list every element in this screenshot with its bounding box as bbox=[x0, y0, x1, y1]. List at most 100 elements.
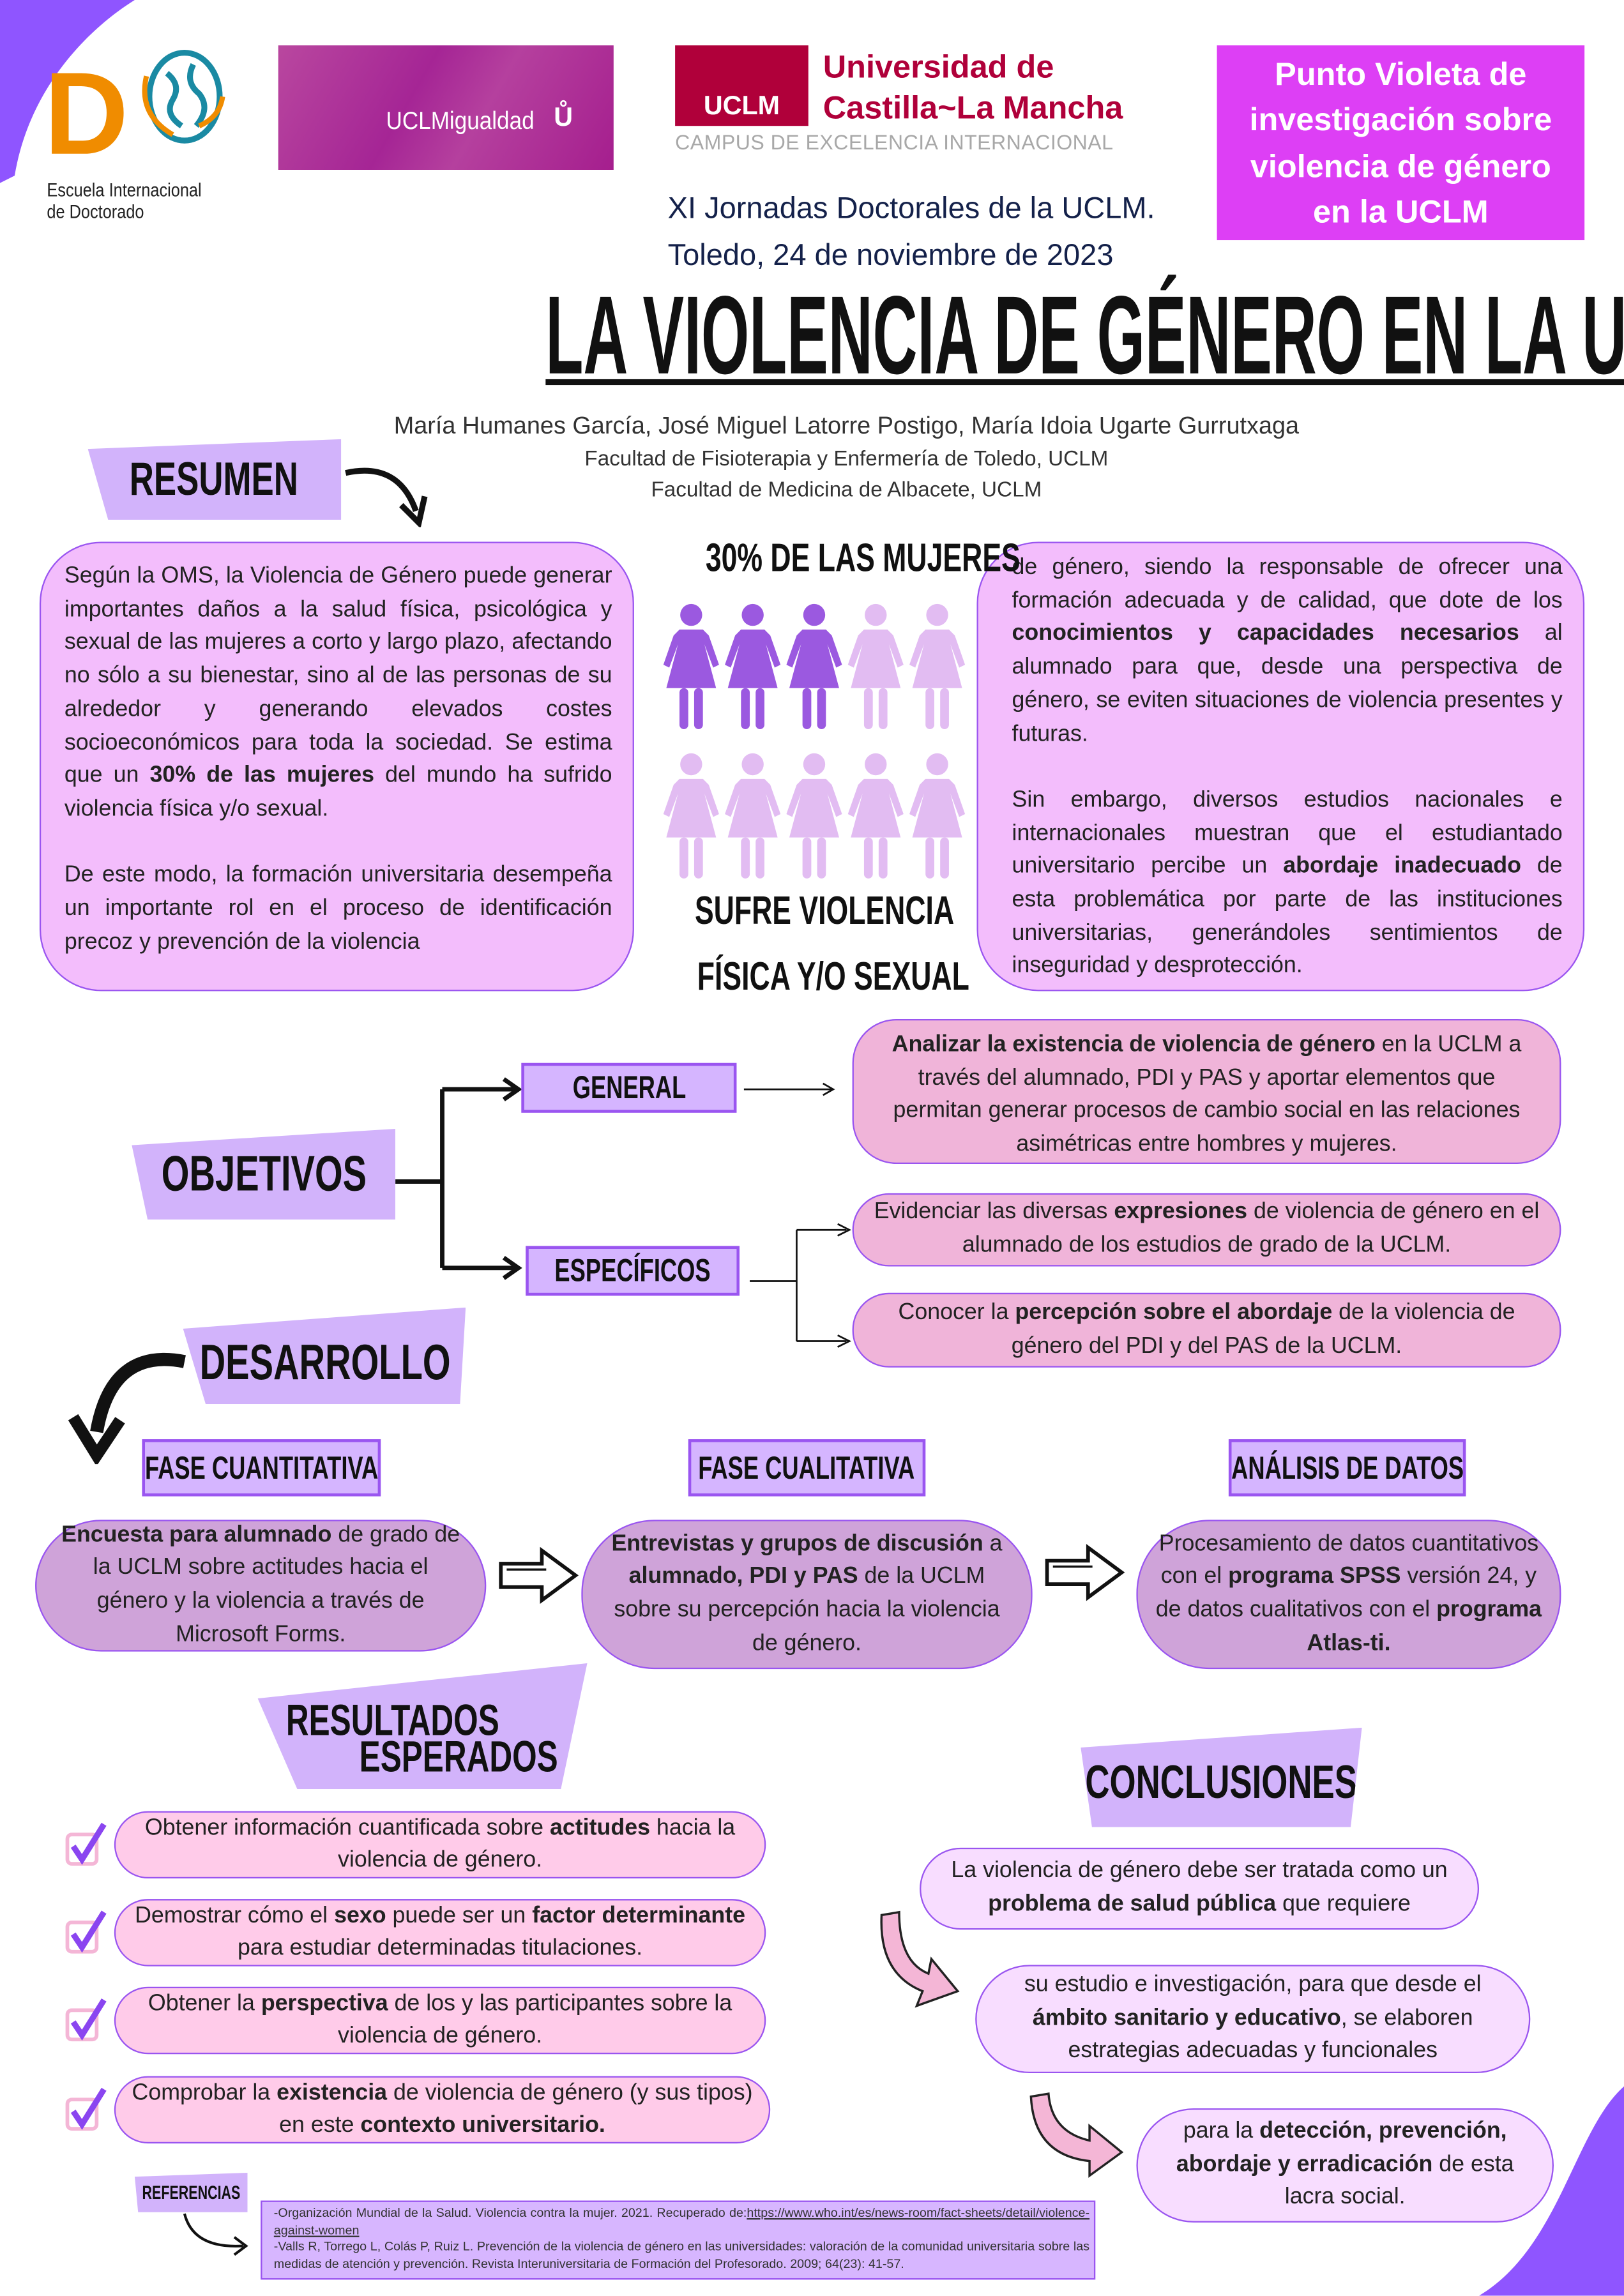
resumen-right-box: de género, siendo la responsable de ofre… bbox=[976, 541, 1585, 992]
uclm-logo: UCLM bbox=[675, 45, 808, 126]
infographic-caption: FÍSICA Y/O SEXUAL bbox=[697, 955, 969, 999]
label-text: FASE CUALITATIVA bbox=[699, 1449, 916, 1486]
woman-icon bbox=[846, 753, 905, 882]
paragraph: Sin embargo, diversos estudios nacionale… bbox=[1012, 785, 1563, 984]
text-segment: -Valls R, Torrego L, Colás P, Ruiz L. Pr… bbox=[273, 2239, 1090, 2271]
phase-text: Entrevistas y grupos de discusión a alum… bbox=[603, 1528, 1010, 1661]
text-segment: de género, siendo la responsable de ofre… bbox=[1012, 555, 1563, 614]
resumen-left-box: Según la OMS, la Violencia de Género pue… bbox=[39, 541, 634, 992]
woman-icon-affected bbox=[785, 603, 844, 732]
infographic-bottom-wrap: SUFRE VIOLENCIA FÍSICA Y/O SEXUAL bbox=[644, 881, 981, 1013]
university-name-line: Universidad de bbox=[823, 48, 1054, 85]
section-heading: RESUMEN bbox=[130, 452, 300, 506]
link-text[interactable]: https://www.who.int/es/news-room/fact-sh… bbox=[273, 2205, 1090, 2237]
text-segment: para la bbox=[1183, 2119, 1260, 2144]
resultados-heading-banner: RESULTADOS ESPERADOS bbox=[257, 1663, 588, 1790]
reference: -Organización Mundial de la Salud. Viole… bbox=[274, 2205, 1089, 2239]
curved-arrow-icon bbox=[183, 2213, 248, 2256]
logo-letter: D bbox=[43, 48, 129, 179]
paragraph: de género, siendo la responsable de ofre… bbox=[1012, 552, 1563, 751]
punto-violeta-badge: Punto Violeta de investigación sobre vio… bbox=[1217, 45, 1585, 241]
result-text: Demostrar cómo el sexo puede ser un fact… bbox=[127, 1900, 752, 1965]
especificos-connector bbox=[750, 1223, 852, 1348]
curved-arrow-icon bbox=[1029, 2092, 1124, 2178]
bold-text: ámbito sanitario y educativo bbox=[1032, 2005, 1341, 2030]
section-heading: RESULTADOS bbox=[286, 1696, 500, 1746]
text-segment: de los y las participantes sobre la viol… bbox=[338, 1991, 732, 2049]
specific-objective-box: Conocer la percepción sobre el abordaje … bbox=[852, 1292, 1561, 1368]
woman-icon bbox=[846, 603, 905, 732]
general-label: GENERAL bbox=[521, 1062, 737, 1113]
objetivos-heading-banner: OBJETIVOS bbox=[132, 1128, 396, 1220]
phase-box: Entrevistas y grupos de discusión a alum… bbox=[581, 1520, 1033, 1670]
curved-arrow-icon bbox=[345, 467, 428, 527]
result-item: Comprobar la existencia de violencia de … bbox=[114, 2076, 771, 2144]
bold-text: 30% de las mujeres bbox=[149, 763, 374, 789]
phase-label: ANÁLISIS DE DATOS bbox=[1228, 1439, 1466, 1497]
corner-decoration bbox=[1479, 2086, 1624, 2296]
bold-text: actitudes bbox=[549, 1815, 650, 1841]
affiliation: Facultad de Fisioterapia y Enfermería de… bbox=[584, 448, 1109, 472]
text-segment: en la UCLM a través del alumnado, PDI y … bbox=[893, 1032, 1522, 1157]
phase-label: FASE CUALITATIVA bbox=[688, 1439, 926, 1497]
result-text: Comprobar la existencia de violencia de … bbox=[127, 2078, 757, 2142]
text-segment: Procesamiento de datos cuantitativos con… bbox=[1158, 1530, 1539, 1589]
result-item: Obtener la perspectiva de los y las part… bbox=[114, 1986, 766, 2055]
section-heading: OBJETIVOS bbox=[161, 1145, 367, 1202]
globe-icon bbox=[142, 49, 225, 144]
text-segment: Evidenciar las diversas bbox=[874, 1199, 1114, 1225]
text-segment: La violencia de género debe ser tratada … bbox=[951, 1857, 1448, 1883]
phase-text: Procesamiento de datos cuantitativos con… bbox=[1153, 1528, 1545, 1661]
checkbox-checked-icon bbox=[65, 1910, 107, 1954]
phase-text: Encuesta para alumnado de grado de la UC… bbox=[57, 1519, 464, 1652]
woman-icon-affected bbox=[724, 603, 782, 732]
conclusiones-heading-banner: CONCLUSIONES bbox=[1081, 1727, 1362, 1827]
phase-label: FASE CUANTITATIVA bbox=[142, 1439, 381, 1497]
reference: -Valls R, Torrego L, Colás P, Ruiz L. Pr… bbox=[274, 2239, 1089, 2273]
text-segment: Según la OMS, la Violencia de Género pue… bbox=[64, 563, 612, 789]
women-pictogram bbox=[662, 603, 969, 882]
text-segment: de violencia de género (y sus tipos) en … bbox=[279, 2080, 753, 2138]
result-text: Obtener la perspectiva de los y las part… bbox=[127, 1988, 752, 2053]
specific-objective-box: Evidenciar las diversas expresiones de v… bbox=[852, 1193, 1561, 1267]
objectives-connector bbox=[395, 1077, 835, 1280]
text-segment: de la violencia de género del PDI y del … bbox=[1011, 1300, 1515, 1359]
checkbox-checked-icon bbox=[65, 1822, 107, 1866]
conclusion-box: La violencia de género debe ser tratada … bbox=[920, 1847, 1480, 1930]
bold-text: existencia bbox=[277, 2080, 388, 2106]
text-segment: Demostrar cómo el bbox=[135, 1903, 335, 1929]
text-segment: versión 24, y de datos cualitativos con … bbox=[1155, 1564, 1537, 1622]
badge-line: en la UCLM bbox=[1312, 193, 1489, 230]
text-segment: Sin embargo, diversos estudios nacionale… bbox=[1012, 787, 1563, 879]
bold-text: factor determinante bbox=[532, 1903, 746, 1929]
infographic-caption: 30% DE LAS MUJERES bbox=[705, 536, 1021, 580]
bold-text: programa Atlas-ti. bbox=[1307, 1597, 1542, 1656]
result-item: Obtener información cuantificada sobre a… bbox=[114, 1811, 766, 1879]
bold-text: perspectiva bbox=[261, 1991, 388, 2016]
section-heading: ESPERADOS bbox=[360, 1733, 559, 1782]
badge-line: violencia de género bbox=[1250, 147, 1551, 184]
doctoral-school-line: Escuela Internacional bbox=[47, 178, 202, 201]
bold-text: expresiones bbox=[1114, 1199, 1248, 1225]
uclm-igualdad-logo: UCLMigualdad Ů bbox=[278, 45, 614, 170]
conclusion-box: para la detección, prevención, abordaje … bbox=[1136, 2108, 1554, 2223]
hollow-arrow-icon bbox=[1045, 1544, 1125, 1601]
university-tagline: CAMPUS DE EXCELENCIA INTERNACIONAL bbox=[675, 130, 1114, 154]
authors: María Humanes García, José Miguel Latorr… bbox=[393, 412, 1300, 439]
text-segment: , se elaboren estrategias adecuadas y fu… bbox=[1068, 2005, 1473, 2064]
woman-icon bbox=[662, 753, 720, 882]
doctoral-school-logo: D Escuela Internacional de Doctorado bbox=[44, 44, 234, 234]
infographic-top-wrap: 30% DE LAS MUJERES bbox=[644, 536, 1021, 581]
uclm-logo-mark: UCLM bbox=[703, 91, 780, 121]
text-segment: para estudiar determinadas titulaciones. bbox=[238, 1935, 643, 1961]
woman-icon-affected bbox=[662, 603, 720, 732]
result-text: Obtener información cuantificada sobre a… bbox=[127, 1813, 752, 1877]
text-segment: Obtener información cuantificada sobre bbox=[144, 1815, 550, 1841]
text-segment: hacia la violencia de género. bbox=[338, 1815, 736, 1873]
section-heading: REFERENCIAS bbox=[142, 2181, 241, 2204]
text-segment: a bbox=[983, 1530, 1003, 1556]
text-segment: de esta lacra social. bbox=[1284, 2152, 1514, 2210]
woman-icon bbox=[908, 753, 967, 882]
text-segment: del mundo ha sufrido violencia física y/… bbox=[64, 763, 612, 822]
university-name: Universidad de Castilla~La Mancha bbox=[823, 47, 1123, 128]
